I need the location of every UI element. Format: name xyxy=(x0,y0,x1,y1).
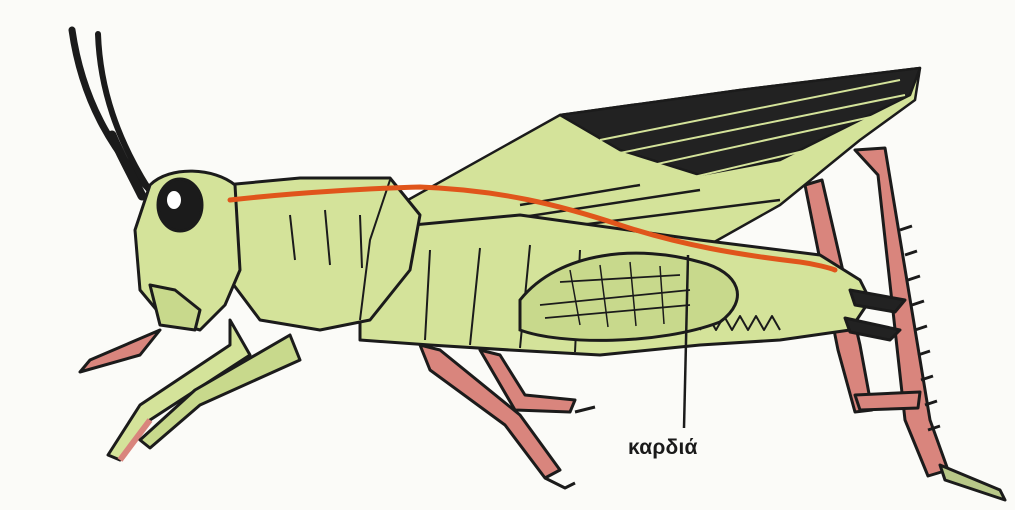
head xyxy=(135,171,240,330)
compound-eye xyxy=(158,179,202,231)
heart-label: καρδιά xyxy=(628,436,698,460)
antennae xyxy=(72,30,150,196)
